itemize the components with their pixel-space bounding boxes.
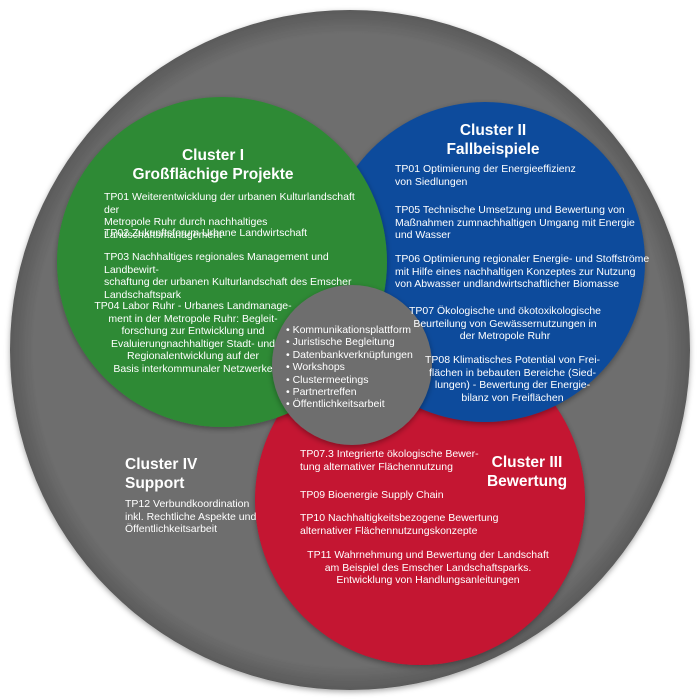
cluster3-item-tp11: TP11 Wahrnehmung und Bewertung der Lands… [307, 549, 549, 587]
cluster1-item-tp02: TP02 Zukunftsforum Urbane Landwirtschaft [104, 227, 308, 239]
center-item: • Datenbankverknüpfungen [286, 348, 413, 361]
cluster4-title: Cluster IV Support [125, 456, 198, 492]
center-item: • Workshops [286, 361, 345, 374]
cluster2-item-tp05: TP05 Technische Umsetzung und Bewertung … [395, 204, 635, 242]
center-list: • Kommunikationsplattform • Juristische … [286, 324, 413, 411]
bullet-icon: • [286, 336, 293, 349]
cluster4-item-tp12: TP12 Verbundkoordination inkl. Rechtlich… [125, 498, 257, 536]
bullet-icon: • [286, 398, 293, 411]
bullet-icon: • [286, 386, 293, 399]
cluster1-title: Cluster I Großflächige Projekte [132, 147, 294, 183]
bullet-icon: • [286, 373, 293, 386]
cluster2-title: Cluster II Fallbeispiele [446, 122, 540, 158]
bullet-icon: • [286, 324, 293, 336]
cluster3-item-tp10: TP10 Nachhaltigkeitsbezogene Bewertung a… [300, 512, 499, 537]
bullet-icon: • [286, 361, 293, 374]
cluster2-item-tp06: TP06 Optimierung regionaler Energie- und… [395, 253, 650, 291]
cluster1-item-tp01: TP01 Weiterentwicklung der urbanen Kultu… [104, 191, 355, 241]
center-item: • Öffentlichkeitsarbeit [286, 398, 385, 411]
cluster3-title: Cluster III Bewertung [486, 454, 568, 490]
cluster2-item-tp08: TP08 Klimatisches Potential von Frei- fl… [424, 354, 601, 404]
bullet-icon: • [286, 348, 293, 361]
center-item: • Clustermeetings [286, 373, 369, 386]
cluster2-item-tp07: TP07 Ökologische und ökotoxikologische B… [408, 305, 602, 343]
cluster3-item-tp07-3: TP07.3 Integrierte ökologische Bewer- tu… [300, 448, 479, 473]
center-item: • Kommunikationsplattform [286, 324, 412, 336]
center-item: • Juristische Begleitung [286, 336, 395, 349]
cluster1-item-tp04: TP04 Labor Ruhr - Urbanes Landmanage- me… [94, 300, 292, 375]
cluster3-item-tp09: TP09 Bioenergie Supply Chain [300, 489, 444, 501]
cluster1-item-tp03: TP03 Nachhaltiges regionales Management … [104, 251, 352, 301]
cluster2-item-tp01: TP01 Optimierung der Energieeffizienz vo… [395, 163, 576, 188]
center-item: • Partnertreffen [286, 386, 357, 399]
center-hub [272, 285, 432, 445]
